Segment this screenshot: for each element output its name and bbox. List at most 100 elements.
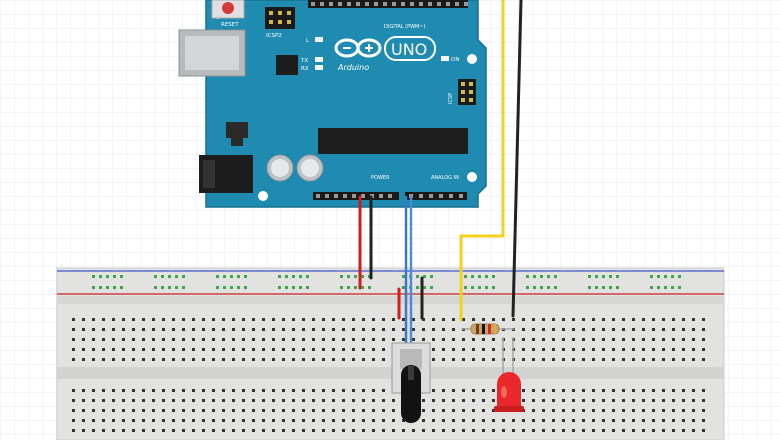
terminal-hole [372, 348, 375, 351]
terminal-hole [652, 429, 655, 432]
terminal-hole [702, 358, 705, 361]
terminal-hole [622, 358, 625, 361]
terminal-hole [602, 348, 605, 351]
terminal-hole [652, 399, 655, 402]
terminal-hole [662, 318, 665, 321]
terminal-hole [282, 338, 285, 341]
terminal-hole [602, 338, 605, 341]
terminal-hole [122, 409, 125, 412]
terminal-hole [462, 409, 465, 412]
terminal-hole [442, 338, 445, 341]
terminal-hole [382, 358, 385, 361]
terminal-hole [302, 328, 305, 331]
terminal-hole [582, 419, 585, 422]
terminal-hole [202, 358, 205, 361]
terminal-hole [652, 409, 655, 412]
power-label: POWER [371, 175, 390, 181]
terminal-hole [312, 348, 315, 351]
header-pin [347, 2, 351, 6]
terminal-hole [302, 358, 305, 361]
terminal-hole [242, 328, 245, 331]
terminal-hole [322, 328, 325, 331]
rail-hole [430, 286, 433, 289]
terminal-hole [242, 429, 245, 432]
led-highlight [501, 386, 507, 398]
terminal-hole [82, 399, 85, 402]
terminal-hole [112, 318, 115, 321]
terminal-hole [282, 419, 285, 422]
terminal-hole [592, 358, 595, 361]
terminal-hole [332, 389, 335, 392]
terminal-hole [252, 399, 255, 402]
terminal-hole [522, 338, 525, 341]
terminal-hole [682, 429, 685, 432]
terminal-hole [352, 429, 355, 432]
terminal-hole [102, 399, 105, 402]
rail-hole [650, 286, 653, 289]
terminal-hole [112, 328, 115, 331]
terminal-hole [332, 338, 335, 341]
rail-hole [99, 275, 102, 278]
header-pin [311, 2, 315, 6]
rail-hole [547, 275, 550, 278]
rail-hole [354, 286, 357, 289]
terminal-hole [492, 429, 495, 432]
terminal-hole [142, 328, 145, 331]
terminal-hole [142, 399, 145, 402]
terminal-hole [432, 429, 435, 432]
terminal-hole [622, 348, 625, 351]
rail-hole [154, 275, 157, 278]
terminal-hole [612, 338, 615, 341]
terminal-hole [472, 389, 475, 392]
terminal-hole [142, 358, 145, 361]
terminal-hole [502, 318, 505, 321]
terminal-hole [682, 338, 685, 341]
terminal-hole [122, 338, 125, 341]
header-pin [379, 194, 383, 198]
terminal-hole [182, 399, 185, 402]
terminal-hole [372, 358, 375, 361]
terminal-hole [702, 318, 705, 321]
terminal-hole [702, 389, 705, 392]
terminal-hole [682, 328, 685, 331]
terminal-hole [372, 399, 375, 402]
terminal-hole [92, 389, 95, 392]
rail-hole [361, 275, 364, 278]
terminal-hole [132, 328, 135, 331]
terminal-hole [242, 419, 245, 422]
terminal-hole [212, 429, 215, 432]
rail-hole [230, 286, 233, 289]
terminal-hole [192, 409, 195, 412]
terminal-hole [452, 389, 455, 392]
terminal-hole [172, 318, 175, 321]
terminal-hole [292, 358, 295, 361]
terminal-hole [292, 409, 295, 412]
terminal-hole [332, 358, 335, 361]
terminal-hole [372, 409, 375, 412]
terminal-hole [602, 389, 605, 392]
terminal-hole [592, 348, 595, 351]
power-rail-holes [92, 275, 681, 289]
terminal-hole [272, 328, 275, 331]
terminal-hole [412, 429, 415, 432]
terminal-hole [252, 328, 255, 331]
header-pin [352, 194, 356, 198]
terminal-hole [382, 338, 385, 341]
terminal-hole [562, 399, 565, 402]
header-pin [334, 194, 338, 198]
rail-hole [616, 286, 619, 289]
terminal-hole [192, 419, 195, 422]
terminal-hole [252, 409, 255, 412]
terminal-hole [632, 399, 635, 402]
terminal-hole [242, 389, 245, 392]
terminal-hole [692, 419, 695, 422]
terminal-hole [582, 338, 585, 341]
terminal-hole [512, 419, 515, 422]
terminal-hole [602, 419, 605, 422]
terminal-hole [472, 399, 475, 402]
usb-chip [276, 55, 298, 75]
rail-hole [678, 286, 681, 289]
terminal-hole [152, 338, 155, 341]
terminal-hole [432, 338, 435, 341]
terminal-hole [422, 318, 425, 321]
